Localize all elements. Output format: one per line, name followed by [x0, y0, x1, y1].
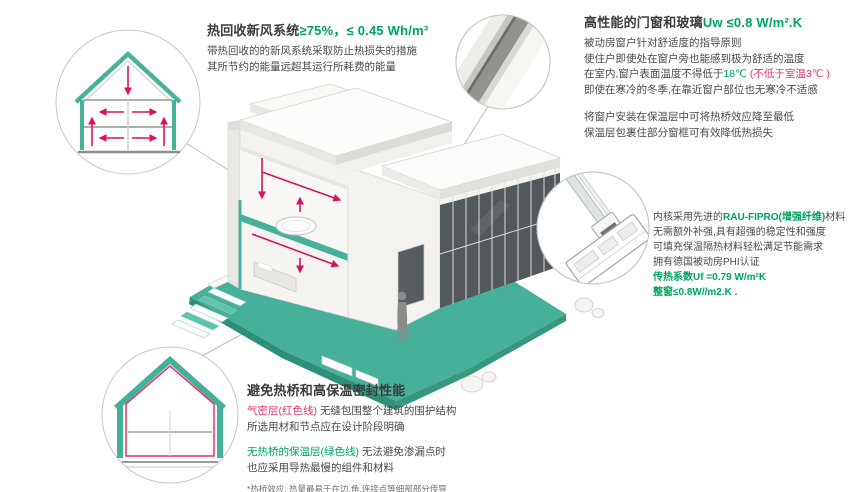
windows-line: 即使在寒冷的冬季,在靠近窗户部位也无寒冷不适感	[584, 83, 818, 96]
thermal-line: 也应采用导热最慢的组件和材料	[247, 461, 394, 474]
thermal-line: 气密层(红色线) 无缝包围整个建筑的围护结构	[247, 404, 456, 420]
thermal-line: 无热桥的保温层(绿色线) 无法避免渗漏点时	[247, 445, 456, 461]
thermal-line: 所选用材和节点应在设计阶段明确	[247, 420, 405, 433]
windows-line: 将窗户安装在保温层中可将热桥效应降至最低	[584, 111, 794, 123]
windows-line: 保温层包裹住部分窗框可有效降低热损失	[584, 126, 773, 139]
thermal-paragraph-1: 气密层(红色线) 无缝包围整个建筑的围护结构 所选用材和节点应在设计阶段明确	[247, 404, 456, 435]
windows-line: 被动房窗户针对舒适度的指导原则	[584, 37, 742, 49]
planter-benches	[321, 355, 379, 387]
windows-line-text: 在室内,窗户表面温度不得低于	[584, 68, 724, 80]
heat-recovery-title-value: ≥75%，≤ 0.45 Wh/m³	[299, 23, 429, 38]
profile-line: 内核采用先进的RAU-FIPRO(增强纤维)材料	[653, 210, 845, 225]
cutaway-interior	[238, 146, 349, 317]
profile-material-name: RAU-FIPRO(增强纤维)	[723, 212, 826, 223]
windows-title-value: Uw ≤0.8 W/m².K	[702, 15, 803, 30]
thermal-title: 避免热桥和高保温密封性能	[247, 383, 406, 398]
section-thermal: 避免热桥和高保温密封性能 气密层(红色线) 无缝包围整个建筑的围护结构 所选用材…	[247, 380, 456, 492]
thermal-line-text: 无缝包围整个建筑的围护结构	[317, 405, 457, 417]
windows-temp-value: 18℃	[723, 68, 747, 80]
windows-paragraph-2: 将窗户安装在保温层中可将热桥效应降至最低 保温层包裹住部分窗框可有效降低热损失	[584, 110, 830, 141]
window-profile-callout	[536, 171, 650, 285]
windows-line: 在室内,窗户表面温度不得低于18℃ (不低于室温3℃ )	[584, 67, 830, 83]
airtight-layer-label: 气密层(红色线)	[247, 405, 317, 417]
airtight-insulation-callout	[101, 346, 239, 484]
profile-line-text: 内核采用先进的	[653, 212, 723, 223]
entry-door	[397, 243, 425, 309]
profile-window-u-value: 整窗≤0.8W//m2.K .	[653, 287, 738, 298]
profile-body: 内核采用先进的RAU-FIPRO(增强纤维)材料 无需额外补强,具有超强的稳定性…	[653, 210, 845, 300]
profile-line-text: 材料	[825, 212, 846, 223]
bathtub	[275, 216, 317, 236]
house-cutaway-illustration	[227, 83, 605, 393]
main-roof	[238, 83, 454, 177]
section-windows: 高性能的门窗和玻璃Uw ≤0.8 W/m².K 被动房窗户针对舒适度的指导原则 …	[584, 12, 830, 141]
heat-recovery-callout	[55, 29, 201, 175]
windows-line: 使住户即使处在窗户旁也能感到极为舒适的温度	[584, 52, 805, 65]
section-heat-recovery: 热回收新风系统≥75%，≤ 0.45 Wh/m³ 带热回收的的新风系统采取防止热…	[207, 20, 428, 75]
windows-title: 高性能的门窗和玻璃Uw ≤0.8 W/m².K	[584, 12, 830, 31]
thermal-paragraph-2: 无热桥的保温层(绿色线) 无法避免渗漏点时 也应采用导热最慢的组件和材料	[247, 445, 456, 476]
windows-paragraph-1: 被动房窗户针对舒适度的指导原则 使住户即使处在窗户旁也能感到极为舒适的温度 在室…	[584, 36, 830, 98]
profile-u-value: 传热系数Uf =0.79 W/m²K	[653, 272, 767, 283]
thermal-footnote: *热桥效应: 热量最易于在边,角,连接点等细部部分传导	[247, 484, 447, 492]
heat-recovery-title-text: 热回收新风系统	[207, 23, 300, 38]
garden-stairs	[171, 287, 247, 339]
heat-recovery-body: 带热回收的的新风系统采取防止热损失的措施 其所节约的能量远超其运行所耗费的能量	[207, 45, 417, 73]
section-profile: 内核采用先进的RAU-FIPRO(增强纤维)材料 无需额外补强,具有超强的稳定性…	[653, 210, 845, 300]
thermal-line-text: 无法避免渗漏点时	[359, 446, 446, 458]
ventilation-ducts	[251, 158, 342, 274]
shrub-sketches	[460, 297, 605, 393]
window-corner-callout	[455, 14, 551, 110]
windows-title-text: 高性能的门窗和玻璃	[584, 15, 703, 30]
heat-recovery-title: 热回收新风系统≥75%，≤ 0.45 Wh/m³	[207, 20, 428, 39]
profile-line: 拥有德国被动房PHI认证	[653, 257, 760, 268]
windows-temp-note: (不低于室温3℃ )	[746, 68, 830, 80]
profile-line: 无需额外补强,具有超强的稳定性和强度	[653, 227, 826, 238]
glazed-facade	[380, 133, 562, 308]
insulation-layer-label: 无热桥的保温层(绿色线)	[247, 446, 359, 458]
airflow-arrows	[88, 66, 168, 146]
profile-line: 可填充保温隔热材料轻松满足节能需求	[653, 242, 823, 253]
person-figure	[397, 291, 408, 342]
